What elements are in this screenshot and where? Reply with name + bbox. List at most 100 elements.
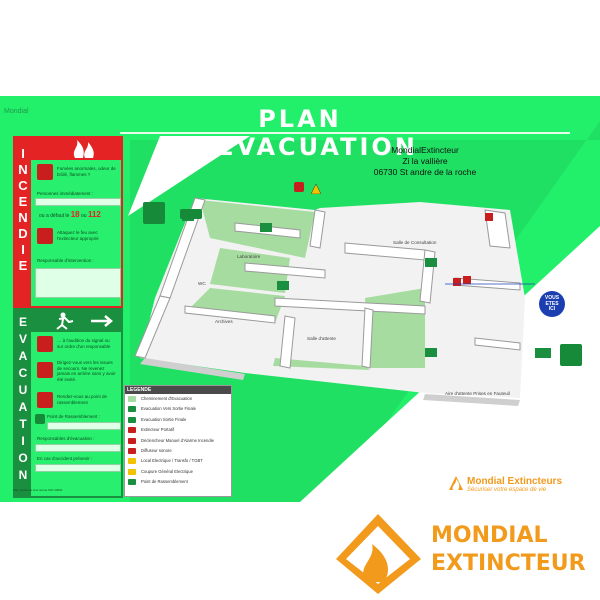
evac-step-exit: Dirigez-vous vers les issues de secours.…	[57, 360, 116, 382]
evacuation-header-band	[31, 310, 123, 332]
evacuation-letter: A	[18, 400, 28, 414]
extinguisher-icon-hall	[453, 278, 461, 286]
mondial-small-name: Mondial Extincteurs	[467, 476, 563, 487]
evacuation-letter: T	[19, 417, 27, 431]
legend-item-label: Evacuation Sortie Finale	[141, 416, 187, 422]
legend-swatch	[128, 396, 136, 402]
plan-title: PLAN D’EVACUATION	[182, 105, 418, 161]
evac-field-accident	[35, 464, 121, 472]
evacuation-letter: E	[18, 315, 27, 329]
assembly-point-icon-left	[143, 202, 165, 224]
evac-step-assembly: Rendez-vous au point de rassemblement	[57, 394, 108, 405]
legend-item-label: Local Electrique / Transfo / TGBT	[141, 458, 203, 464]
flame-icon	[73, 140, 94, 158]
address-block: MondialExtincteur Zi la vallière 06730 S…	[360, 145, 490, 178]
exit-arrow-sign-archive	[277, 281, 289, 290]
floor-edge-right	[423, 394, 520, 406]
floor-plan: Salle de Consultation Laboratoire Salle …	[134, 197, 551, 406]
instructions-panel: I N C E N D I E Fumées anormales, odeu	[13, 136, 123, 498]
evacuation-letter: O	[18, 451, 28, 465]
incendie-letter: I	[21, 242, 25, 257]
smoke-warning-icon	[37, 164, 53, 180]
room-label-attente: Salle d'attente	[307, 336, 336, 341]
fire-instructions-block: I N C E N D I E Fumées anormales, odeu	[13, 136, 123, 308]
exit-door-icon	[37, 362, 53, 378]
legend-swatch	[128, 406, 136, 413]
legend-item-label: Diffuseur sonore	[141, 447, 172, 453]
evacuation-letter: N	[18, 468, 28, 482]
legend-item: Local Electrique / Transfo / TGBT	[125, 456, 231, 466]
exit-sign-left	[180, 209, 202, 219]
evac-field-label-responsibles: Responsables d'évacuation :	[37, 436, 95, 441]
extinguisher-instruction-icon	[37, 228, 53, 244]
legend-item-label: Evacuation Vers Sortie Finale	[141, 406, 196, 412]
evac-path-hall	[365, 288, 425, 368]
legend-item-label: Point de Rassemblement	[141, 479, 188, 485]
fire-field-persons	[35, 198, 121, 206]
room-label-aire-attente: Aire d'attente Prises en Fauteuil	[445, 391, 510, 396]
room-label-consultation: Salle de Consultation	[393, 240, 437, 245]
final-exit-sign	[535, 348, 551, 358]
legend-item: Point de Rassemblement	[125, 477, 231, 487]
brand-logo: MONDIAL EXTINCTEUR	[336, 514, 600, 594]
incendie-letter: N	[18, 162, 28, 177]
assembly-point-icon-right	[560, 344, 582, 366]
emergency-or: ou	[81, 213, 87, 219]
legend-item: Diffuseur sonore	[125, 446, 231, 456]
fire-step-detect: Fumées anormales, odeur de brûlé, flamme…	[57, 166, 116, 177]
extinguisher-icon-top	[294, 182, 304, 192]
you-are-here-line1: VOUS	[544, 295, 560, 301]
legend-item-label: Coupure Général Electrique	[141, 468, 193, 474]
legend-swatch	[128, 479, 136, 486]
evacuation-letter: C	[18, 366, 28, 380]
title-underline	[120, 132, 570, 134]
exit-arrow-sign-hall	[425, 348, 437, 357]
incendie-letter: D	[18, 226, 28, 241]
room-label-archives: Archives	[215, 319, 233, 324]
alarm-icon-hall	[463, 276, 471, 284]
electric-warning-icon	[311, 184, 321, 194]
evac-field-responsibles	[35, 444, 121, 452]
exit-arrow-sign-lab	[260, 223, 272, 232]
legend-item: Cheminement d'Evacuation	[125, 394, 231, 404]
evacuation-letter: U	[18, 383, 28, 397]
brand-flame-icon	[336, 514, 421, 594]
evac-field-label-accident: En cas d'accident prévenir :	[37, 456, 93, 461]
evacuation-poster: Mondial PLAN D’EVACUATION MondialExtinct…	[0, 96, 600, 502]
incendie-letter: E	[18, 258, 28, 273]
mondial-small-logo: Mondial Extincteurs Sécuriser votre espa…	[447, 476, 587, 493]
incendie-letter: E	[18, 194, 28, 209]
incendie-letter: N	[18, 210, 28, 225]
evac-step-signal: … à l'audition du signal ou sur ordre d'…	[57, 338, 111, 349]
legend-swatch	[128, 437, 136, 444]
fire-header-band	[31, 138, 123, 160]
legend-swatch	[128, 468, 136, 475]
legend-title: LEGENDE	[125, 386, 231, 394]
room-label-wc: WC	[198, 281, 206, 286]
evacuation-vertical-band: E V A C U A T I O N	[15, 310, 31, 496]
legend-item-label: Déclencheur Manuel d'Alarme Incendie	[141, 437, 214, 443]
address-line-city: 06730 St andre de la roche	[373, 167, 477, 177]
extinguisher-icon-consultation	[485, 213, 493, 221]
assembly-instruction-icon	[37, 392, 53, 408]
emergency-number-18: 18	[70, 210, 80, 219]
evac-path-bottom	[273, 358, 370, 370]
legend-item: Evacuation Vers Sortie Finale	[125, 404, 231, 414]
legend-item-label: Cheminement d'Evacuation	[141, 396, 193, 401]
you-are-here-line2: ETES	[545, 300, 559, 307]
legend-item: Coupure Général Electrique	[125, 467, 231, 477]
fire-field-responsible	[35, 268, 121, 298]
fire-step-attack: Attaquez le feu avec l'extincteur approp…	[57, 230, 99, 241]
room-label-laboratoire: Laboratoire	[237, 254, 261, 259]
emergency-prefix: ou a défaut le	[39, 213, 70, 219]
evacuation-letter: I	[21, 434, 25, 448]
legend-swatch	[128, 427, 136, 434]
running-man-exit-icon	[56, 312, 113, 330]
legend-item: Déclencheur Manuel d'Alarme Incendie	[125, 436, 231, 446]
legend-swatch	[128, 416, 136, 423]
evacuation-letter: A	[18, 349, 28, 363]
fire-field-label-persons: Personnes immédiatement :	[37, 191, 94, 196]
alarm-signal-icon	[37, 336, 53, 352]
evacuation-letter: V	[18, 332, 27, 346]
